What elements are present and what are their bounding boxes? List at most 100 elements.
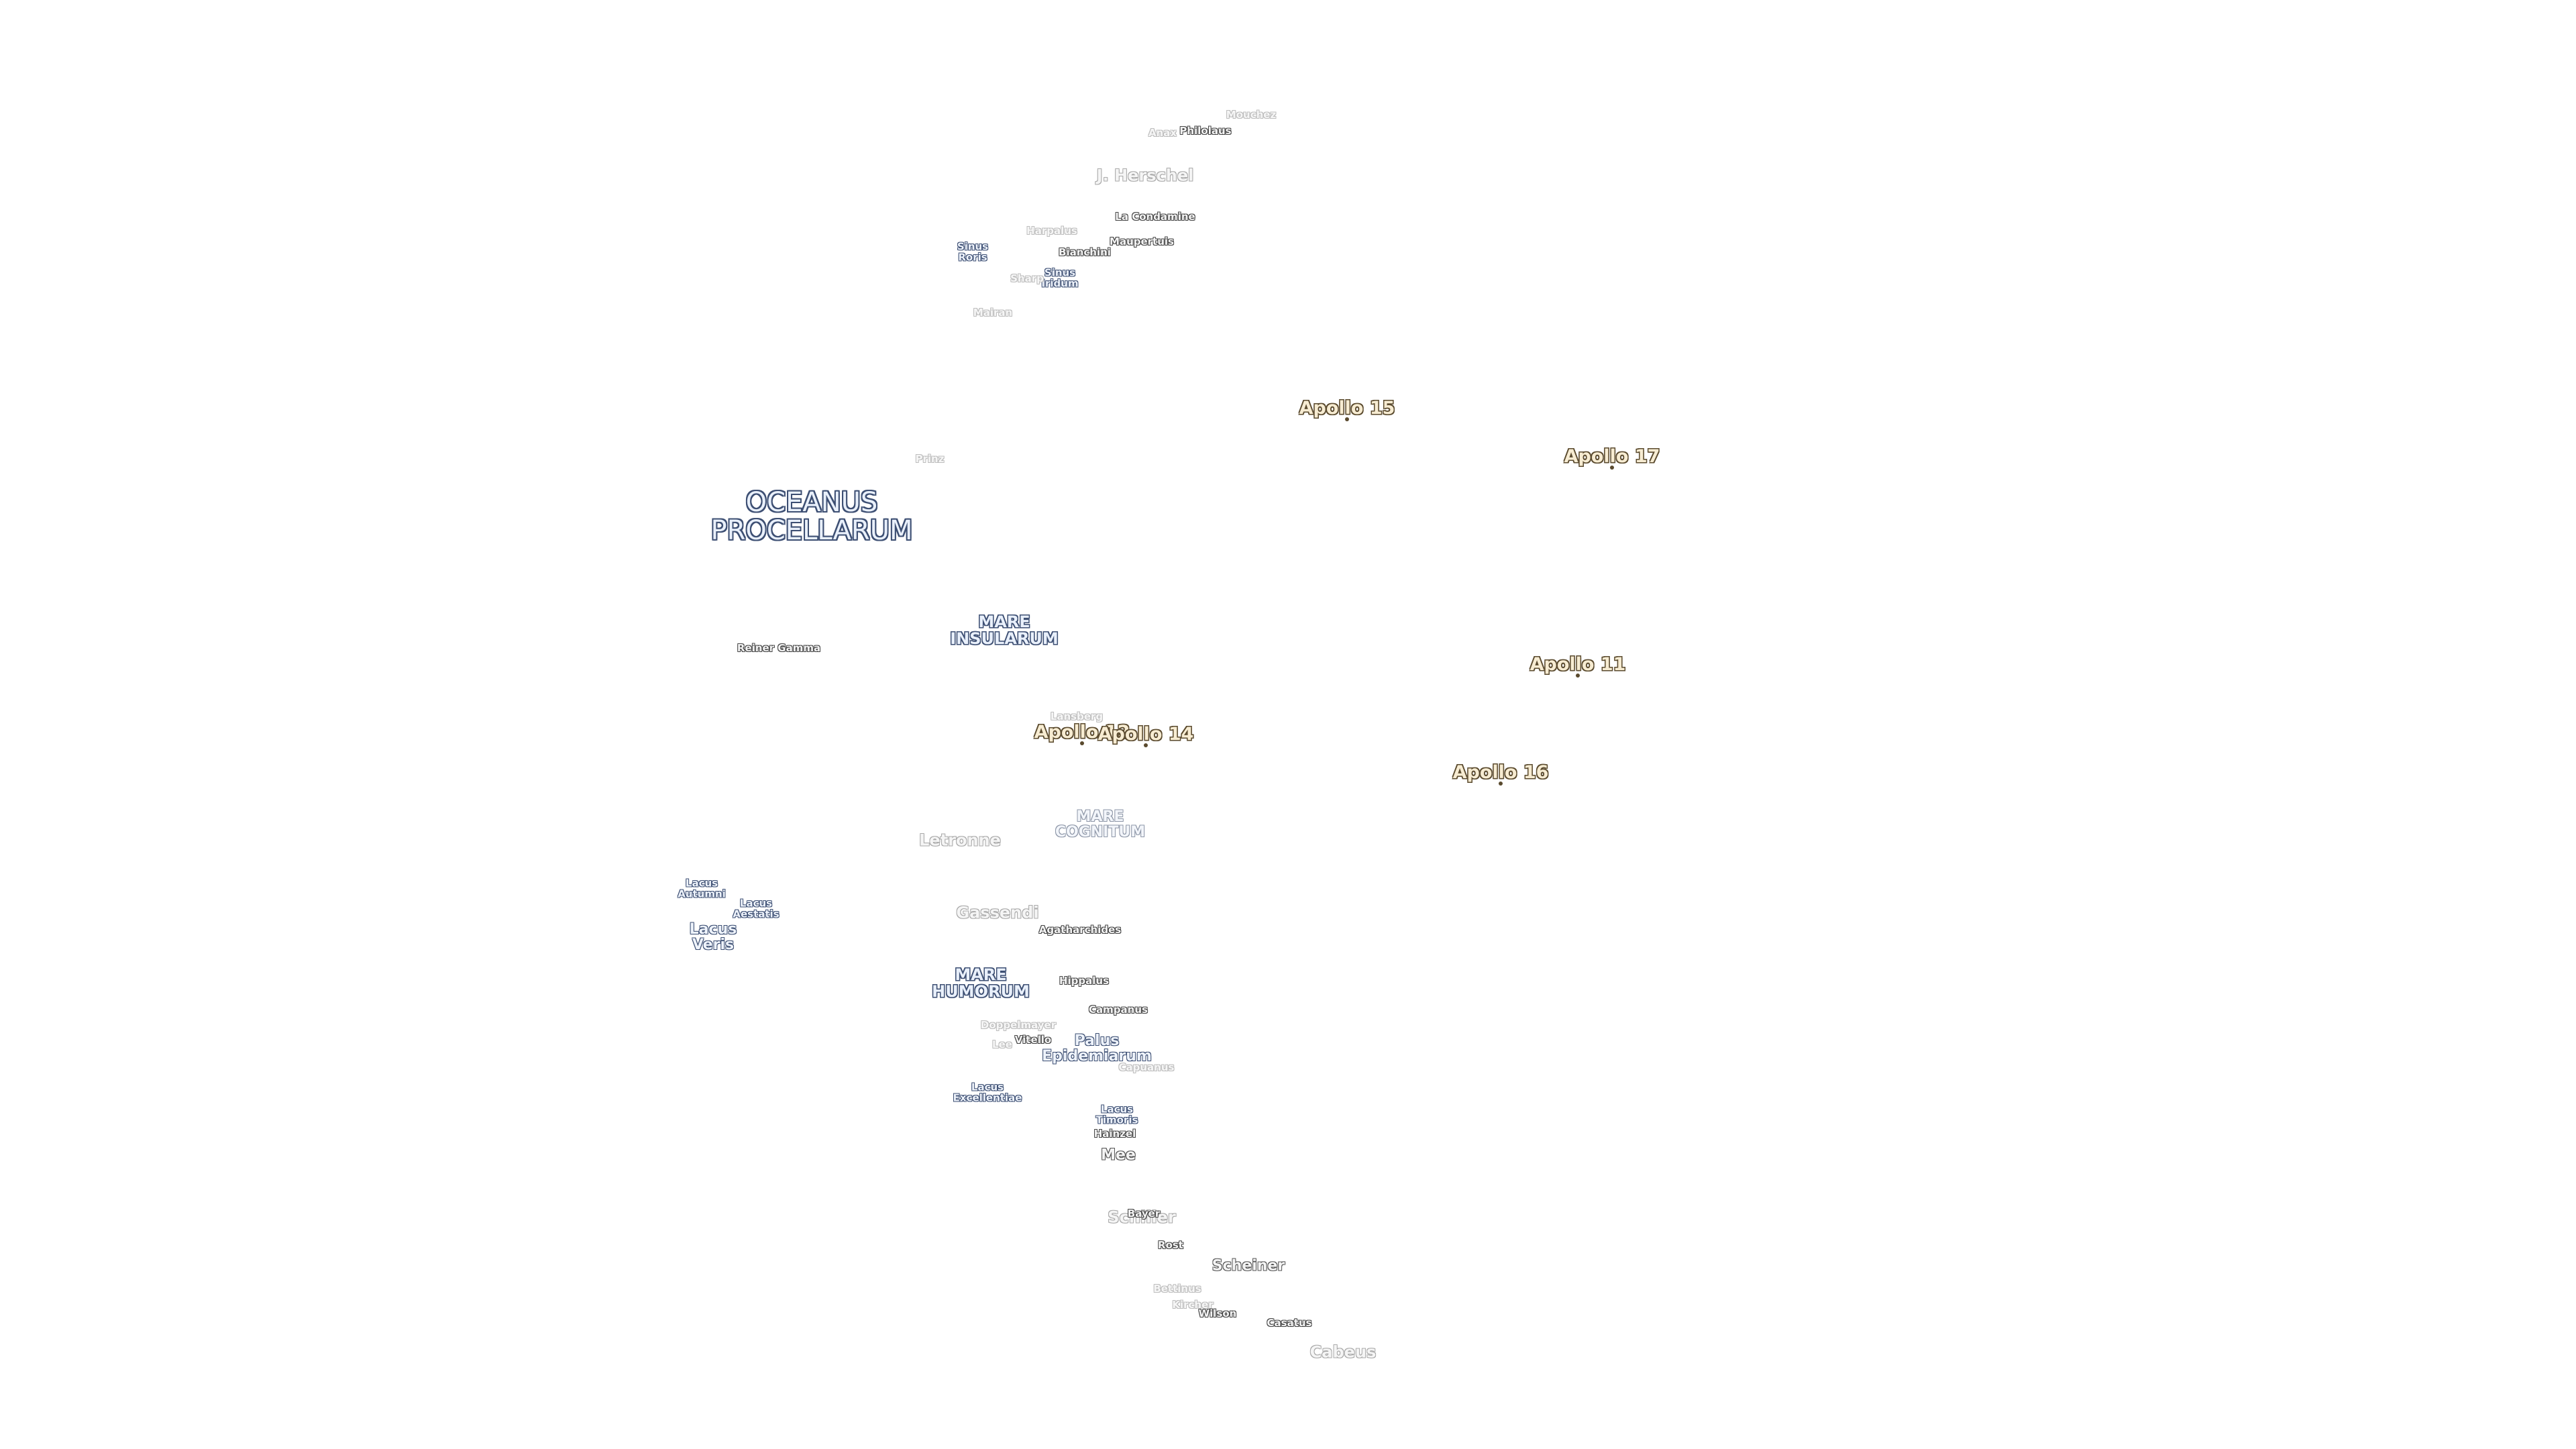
- label-text: Palus: [1074, 1032, 1120, 1049]
- landing-site-marker: [1610, 466, 1614, 470]
- label-mairan: Mairan: [973, 307, 1012, 319]
- label-text: Campanus: [1089, 1004, 1148, 1016]
- label-apollo-14: Apollo 14: [1097, 723, 1194, 745]
- label-text: Wilson: [1198, 1307, 1237, 1320]
- label-apollo-11: Apollo 11: [1530, 655, 1626, 674]
- label-text: Maupertuis: [1110, 235, 1174, 248]
- label-gassendi: Gassendi: [956, 904, 1038, 921]
- label-text: PROCELLARUM: [710, 515, 913, 546]
- label-text: Reiner Gamma: [737, 642, 821, 655]
- label-text: Timoris: [1095, 1114, 1138, 1126]
- label-text: Rost: [1158, 1239, 1183, 1252]
- label-text: Lee: [992, 1038, 1012, 1051]
- label-text: Veris: [692, 936, 735, 953]
- label-bianchini: Bianchini: [1059, 246, 1111, 259]
- label-text: Harpalus: [1026, 225, 1077, 237]
- label-text: Doppelmayer: [980, 1019, 1057, 1032]
- label-apollo-15: Apollo 15: [1299, 397, 1395, 419]
- label-text: OCEANUS: [745, 487, 878, 518]
- label-schiller: Schiller: [1108, 1209, 1175, 1226]
- label-campanus: Campanus: [1089, 1004, 1148, 1016]
- label-text: Epidemiarum: [1042, 1048, 1152, 1065]
- label-kircher: Kircher: [1172, 1299, 1214, 1311]
- label-text: Lansberg: [1050, 710, 1104, 723]
- label-rost: Rost: [1158, 1240, 1183, 1251]
- label-text: Capuanus: [1118, 1061, 1175, 1074]
- label-text: Apollo 17: [1564, 445, 1660, 467]
- label-wilson: Wilson: [1198, 1307, 1237, 1320]
- label-text: Gassendi: [956, 903, 1039, 922]
- label-agatharchides: Agatharchides: [1038, 924, 1122, 936]
- label-casatus: Casatus: [1267, 1318, 1312, 1329]
- label-text: Philolaus: [1179, 125, 1232, 138]
- label-scheiner: Scheiner: [1212, 1258, 1285, 1273]
- label-text: Lacus: [1100, 1103, 1134, 1116]
- label-text: Sinus: [957, 240, 989, 253]
- label-text: Hainzel: [1093, 1128, 1136, 1140]
- label-letronne: Letronne: [919, 832, 1001, 849]
- label-text: Vitello: [1014, 1034, 1052, 1046]
- label-bayer: Bayer: [1127, 1208, 1161, 1220]
- label-apollo-17: Apollo 17: [1564, 447, 1660, 466]
- label-cabeus: Cabeus: [1310, 1344, 1377, 1360]
- label-anaximenes: Anax: [1148, 127, 1177, 140]
- label-text: Lacus: [685, 877, 718, 890]
- label-text: Aestatis: [733, 908, 780, 920]
- label-text: Schiller: [1108, 1208, 1176, 1227]
- label-text: Lacus: [689, 920, 737, 938]
- label-maupertuis: Maupertuis: [1110, 235, 1174, 248]
- label-text: Letronne: [919, 830, 1001, 850]
- landing-site-marker: [1144, 743, 1148, 747]
- landing-site-marker: [1576, 674, 1580, 678]
- label-apollo-12: Apollo 12: [1034, 721, 1130, 743]
- label-text: Bettinus: [1153, 1283, 1201, 1295]
- label-la-condamine: La Condamine: [1115, 211, 1195, 223]
- label-text: INSULARUM: [950, 629, 1059, 648]
- landing-site-marker: [1080, 741, 1084, 745]
- label-prinz: Prinz: [915, 453, 945, 466]
- label-text: Apollo 15: [1299, 397, 1395, 419]
- label-text: La Condamine: [1115, 211, 1195, 223]
- label-text: Apollo 12: [1034, 721, 1130, 743]
- label-text: Kircher: [1172, 1299, 1214, 1311]
- landing-site-marker: [1345, 417, 1349, 421]
- label-text: Iridum: [1041, 277, 1079, 289]
- label-text: Anax: [1148, 127, 1177, 140]
- label-text: Sharp: [1010, 272, 1044, 285]
- label-hainzel: Hainzel: [1093, 1128, 1136, 1140]
- label-text: MARE: [1076, 808, 1124, 825]
- label-text: Cabeus: [1309, 1342, 1377, 1362]
- label-sharp: Sharp: [1010, 272, 1044, 285]
- label-lee: Lee: [992, 1038, 1012, 1051]
- label-text: Apollo 14: [1097, 723, 1194, 745]
- label-text: Bayer: [1127, 1208, 1161, 1220]
- label-mee: Mee: [1101, 1147, 1136, 1163]
- label-text: Agatharchides: [1038, 924, 1122, 936]
- label-text: Bianchini: [1059, 246, 1111, 259]
- label-text: Sinus: [1044, 266, 1076, 279]
- label-text: Mouchez: [1226, 109, 1277, 121]
- label-text: Apollo 16: [1452, 761, 1549, 783]
- label-text: Prinz: [915, 453, 945, 466]
- label-text: Apollo 11: [1529, 653, 1626, 675]
- label-text: Autumni: [678, 888, 726, 900]
- label-hippalus: Hippalus: [1059, 975, 1109, 987]
- label-reiner-gamma: Reiner Gamma: [737, 643, 820, 654]
- label-text: HUMORUM: [932, 982, 1030, 1001]
- label-apollo-16: Apollo 16: [1453, 763, 1549, 782]
- label-text: COGNITUM: [1055, 824, 1146, 841]
- label-bettinus: Bettinus: [1153, 1283, 1201, 1295]
- label-text: MARE: [978, 612, 1030, 631]
- label-text: Lacus: [739, 897, 773, 910]
